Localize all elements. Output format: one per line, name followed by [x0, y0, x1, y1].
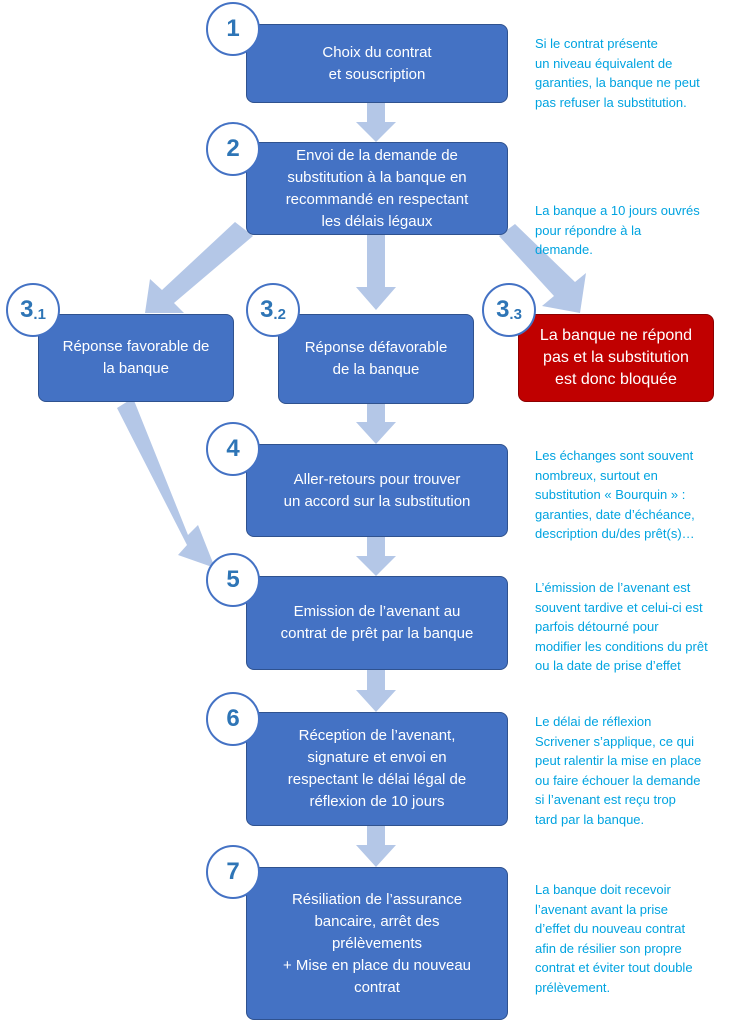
step-2-box: Envoi de la demande de substitution à la… [246, 142, 508, 235]
step-1-number: 1 [206, 2, 260, 56]
note-step-2: La banque a 10 jours ouvrés pour répondr… [535, 203, 700, 257]
arrows-group [117, 103, 586, 867]
note-step-1: Si le contrat présente un niveau équival… [535, 36, 700, 110]
step-3-1-number: 3.1 [6, 283, 60, 337]
step-3-2-number-sub: .2 [273, 305, 286, 323]
step-2-number-text: 2 [226, 135, 240, 162]
step-5-number-text: 5 [226, 566, 240, 593]
step-3-3-number-sub: .3 [509, 305, 522, 323]
note-step-4: Les échanges sont souvent nombreux, surt… [535, 448, 695, 541]
step-7-number: 7 [206, 845, 260, 899]
step-3-3-number-text: 3 [496, 296, 510, 323]
arrow-2-to-3-2 [356, 235, 396, 310]
step-6-box: Réception de l’avenant, signature et env… [246, 712, 508, 826]
step-3-2-number-text: 3 [260, 296, 274, 323]
note-step-5: L’émission de l’avenant est souvent tard… [535, 580, 708, 673]
note-step-7: La banque doit recevoir l’avenant avant … [535, 882, 693, 995]
note-step-6: Le délai de réflexion Scrivener s’appliq… [535, 714, 702, 827]
arrow-3-2-to-4 [356, 404, 396, 444]
step-1-number-text: 1 [226, 15, 240, 42]
step-3-2-number: 3.2 [246, 283, 300, 337]
step-2-number: 2 [206, 122, 260, 176]
step-3-3-box: La banque ne répond pas et la substituti… [518, 314, 714, 402]
arrow-6-to-7 [356, 826, 396, 867]
arrow-3-1-to-5 [117, 398, 215, 568]
arrow-5-to-6 [356, 670, 396, 712]
step-6-number: 6 [206, 692, 260, 746]
step-4-box: Aller-retours pour trouver un accord sur… [246, 444, 508, 537]
arrow-1-to-2 [356, 103, 396, 142]
step-5-number: 5 [206, 553, 260, 607]
step-3-1-number-sub: .1 [33, 305, 46, 323]
step-4-number-text: 4 [226, 435, 240, 462]
step-3-2-box: Réponse défavorable de la banque [278, 314, 474, 404]
step-7-number-text: 7 [226, 858, 240, 885]
arrow-2-to-3-3 [499, 224, 586, 313]
step-3-1-number-text: 3 [20, 296, 34, 323]
step-6-number-text: 6 [226, 705, 240, 732]
step-4-number: 4 [206, 422, 260, 476]
step-7-box: Résiliation de l’assurance bancaire, arr… [246, 867, 508, 1020]
arrow-4-to-5 [356, 537, 396, 576]
step-1-box: Choix du contrat et souscription [246, 24, 508, 103]
step-3-3-number: 3.3 [482, 283, 536, 337]
step-3-1-box: Réponse favorable de la banque [38, 314, 234, 402]
step-5-box: Emission de l’avenant au contrat de prêt… [246, 576, 508, 670]
arrow-2-to-3-1 [145, 222, 253, 313]
